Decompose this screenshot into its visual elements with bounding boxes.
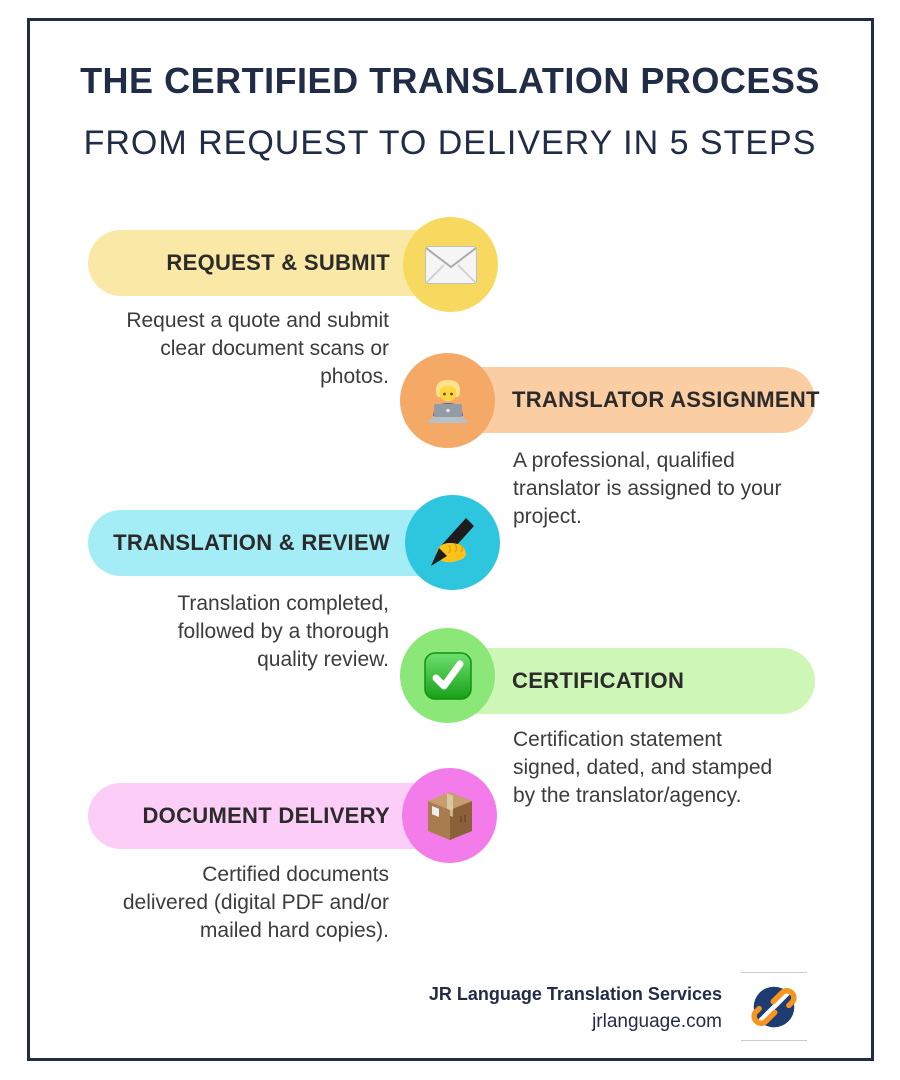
step-3-description: Translation completed, followed by a tho… (88, 590, 389, 674)
step-5-icon-circle (402, 768, 497, 863)
desc-line: by the translator/agency. (513, 784, 742, 807)
desc-line: Certification statement (513, 728, 722, 751)
writing-hand-icon (430, 517, 474, 566)
desc-line: Certified documents (202, 863, 389, 886)
page-title: THE CERTIFIED TRANSLATION PROCESS (80, 60, 820, 101)
page-subtitle: FROM REQUEST TO DELIVERY IN 5 STEPS (83, 124, 817, 162)
desc-line: Translation completed, (177, 592, 389, 615)
step-2-pill: TRANSLATOR ASSIGNMENT (430, 367, 819, 433)
step-4-icon-circle (400, 628, 495, 723)
desc-line: translator is assigned to your (513, 477, 782, 500)
desc-line: followed by a thorough (177, 620, 389, 643)
check-mark-icon (423, 651, 472, 700)
step-5-label: DOCUMENT DELIVERY (142, 803, 390, 828)
jr-logo-icon (751, 986, 797, 1027)
desc-line: project. (513, 505, 582, 528)
desc-line: clear document scans or (160, 337, 389, 360)
step-4-description: Certification statement signed, dated, a… (513, 726, 823, 810)
step-1-label: REQUEST & SUBMIT (166, 250, 390, 275)
step-3-icon-circle (405, 495, 500, 590)
desc-line: delivered (digital PDF and/or (122, 891, 389, 914)
package-icon (427, 791, 472, 840)
step-1-icon-circle (403, 217, 498, 312)
desc-line: Request a quote and submit (126, 309, 389, 332)
footer-website: jrlanguage.com (592, 1011, 722, 1032)
desc-line: quality review. (257, 648, 389, 671)
jr-language-logo (741, 972, 807, 1041)
technologist-icon (427, 379, 468, 423)
desc-line: A professional, qualified (513, 449, 735, 472)
step-4-label: CERTIFICATION (512, 668, 685, 693)
step-3-pill: TRANSLATION & REVIEW (88, 510, 470, 576)
desc-line: mailed hard copies). (199, 919, 389, 942)
desc-line: photos. (320, 365, 389, 388)
page-border-frame (27, 18, 874, 1061)
step-2-icon-circle (400, 353, 495, 448)
desc-line: signed, dated, and stamped (513, 756, 773, 779)
step-5-description: Certified documents delivered (digital P… (88, 861, 389, 945)
step-3-label: TRANSLATION & REVIEW (113, 530, 390, 555)
step-2-description: A professional, qualified translator is … (513, 447, 823, 531)
footer-company-name: JR Language Translation Services (428, 984, 722, 1004)
step-1-description: Request a quote and submit clear documen… (88, 307, 389, 391)
step-2-label: TRANSLATOR ASSIGNMENT (512, 387, 820, 412)
envelope-icon (424, 245, 477, 284)
